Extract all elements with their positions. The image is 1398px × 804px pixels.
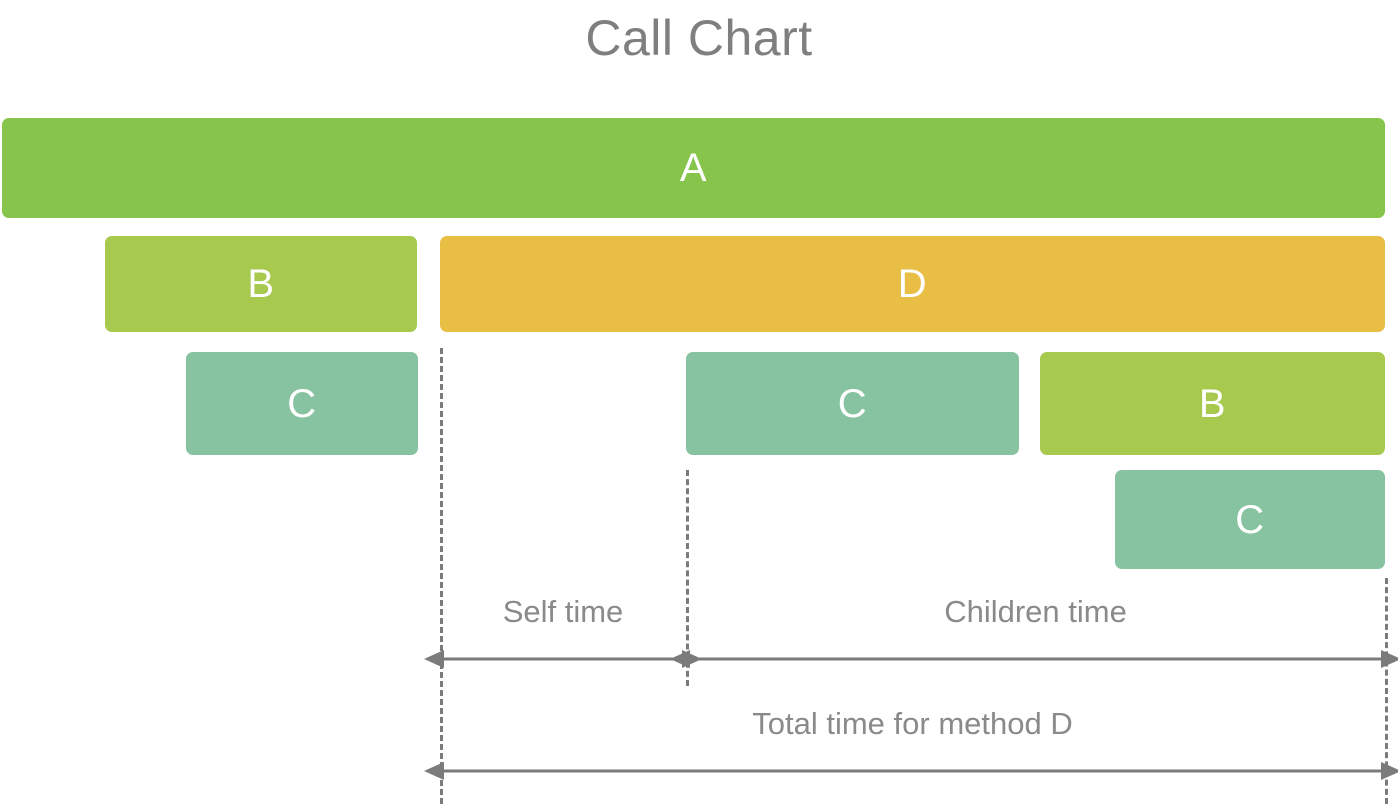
flame-bar-b-depth-2[interactable]: B — [1040, 352, 1385, 455]
flame-bar-label: D — [897, 262, 928, 306]
page-title: Call Chart — [585, 10, 813, 66]
flame-bar-a-depth-0[interactable]: A — [2, 118, 1385, 218]
flame-bar-c-depth-3[interactable]: C — [1115, 470, 1385, 569]
self-time-arrow — [424, 648, 702, 670]
flame-bar-label: C — [287, 381, 317, 426]
flame-bar-label: C — [1235, 497, 1265, 542]
total-time-label: Total time for method D — [752, 706, 1073, 741]
flame-bar-d-depth-1[interactable]: D — [440, 236, 1385, 332]
flame-bar-b-depth-1[interactable]: B — [105, 236, 417, 332]
flame-bar-c-depth-2[interactable]: C — [186, 352, 418, 455]
flame-bar-label: C — [837, 381, 868, 426]
flame-bar-label: B — [1198, 381, 1227, 426]
flame-bar-label: B — [247, 262, 275, 306]
total-time-arrow — [424, 760, 1398, 782]
self-time-label: Self time — [502, 594, 624, 629]
guide-line-d-children-start — [686, 470, 689, 686]
flame-bar-c-depth-2[interactable]: C — [686, 352, 1019, 455]
children-time-label: Children time — [944, 594, 1127, 629]
guide-line-d-start — [440, 348, 443, 804]
flame-bar-label: A — [679, 146, 708, 190]
guide-line-d-end — [1385, 578, 1388, 804]
children-time-arrow — [670, 648, 1398, 670]
